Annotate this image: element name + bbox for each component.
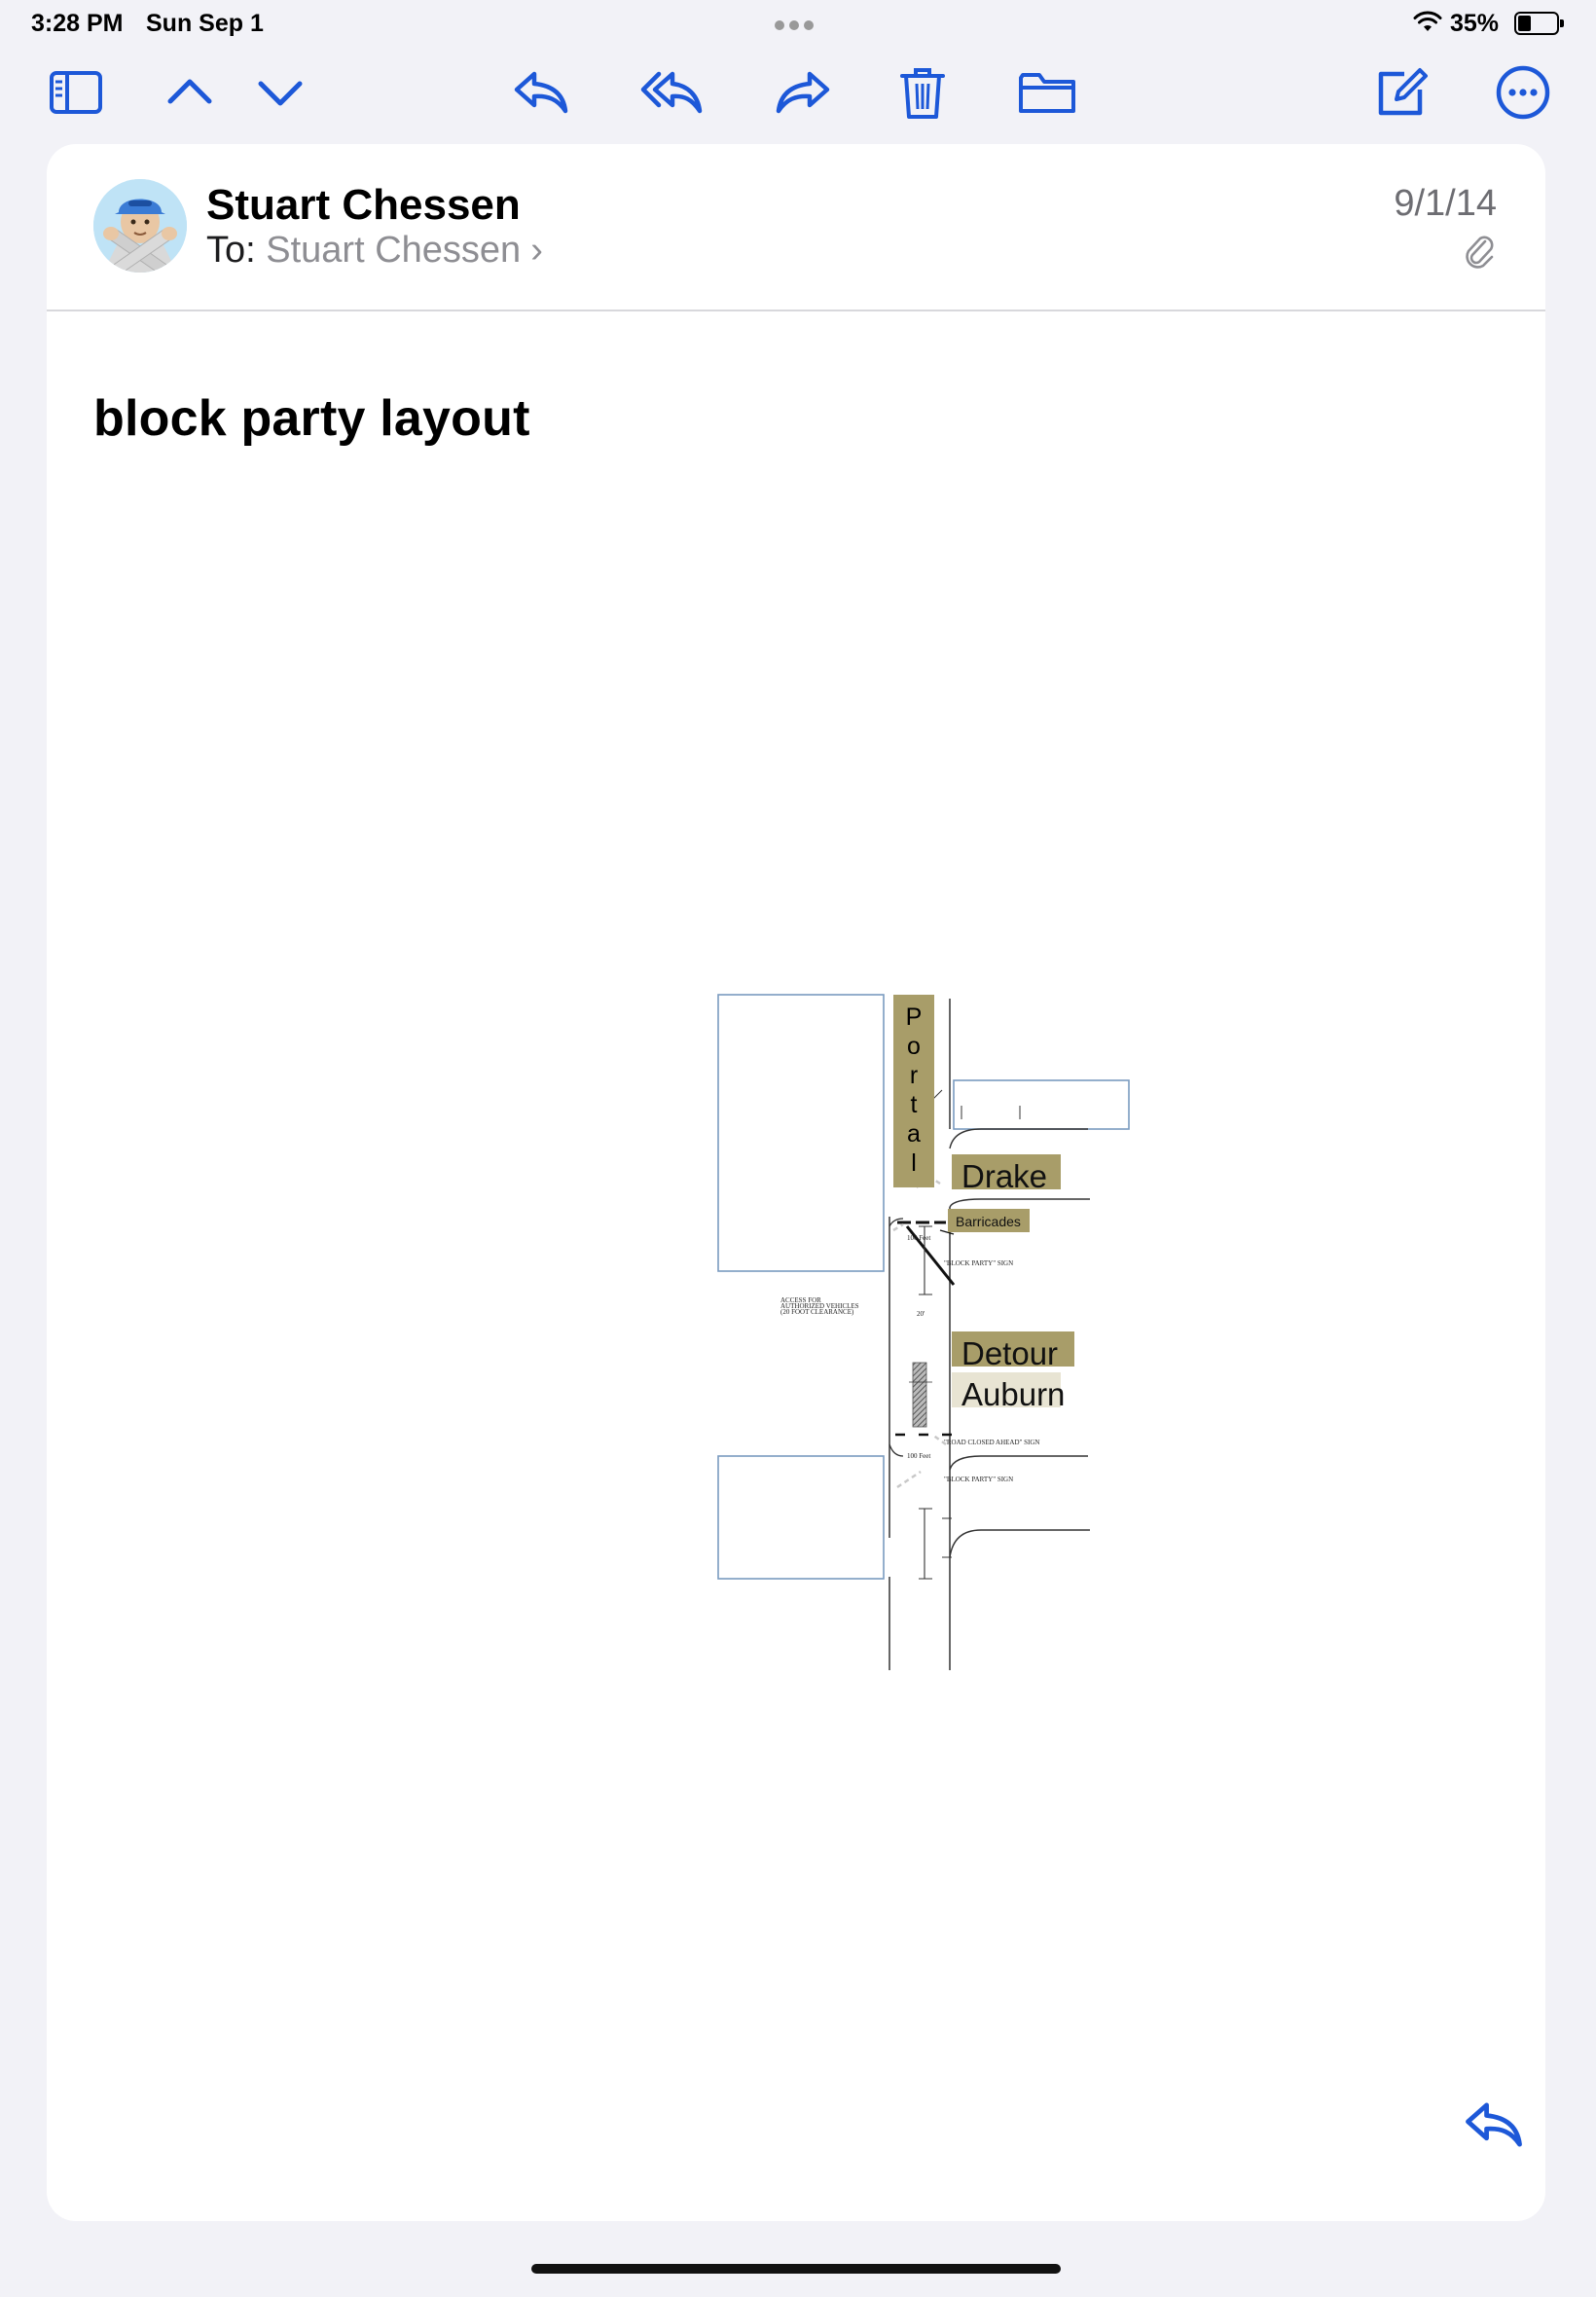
street-map-drawing xyxy=(717,994,1130,1670)
chevron-down-icon xyxy=(258,81,303,106)
drake-label-box: Drake xyxy=(952,1154,1061,1194)
sender-name[interactable]: Stuart Chessen xyxy=(206,181,521,229)
block-party-sign-note-top: "BLOCK PARTY" SIGN xyxy=(944,1259,1014,1267)
access-note-line-1: ACCESS FOR xyxy=(780,1296,821,1304)
recipient-name[interactable]: Stuart Chessen xyxy=(266,230,522,271)
move-to-folder-button[interactable] xyxy=(1008,54,1086,131)
sidebar-icon xyxy=(50,71,102,114)
status-bar: 3:28 PM Sun Sep 1 35% xyxy=(0,0,1596,47)
portal-label-box: P o r t a l xyxy=(893,995,934,1187)
reply-all-button[interactable] xyxy=(633,54,710,131)
auburn-label: Auburn xyxy=(961,1376,1066,1412)
reply-icon[interactable] xyxy=(1460,2091,1528,2159)
access-note-line-2: AUTHORIZED VEHICLES xyxy=(780,1302,859,1310)
building-top-right xyxy=(953,1079,1130,1130)
status-date: Sun Sep 1 xyxy=(146,10,264,37)
distance-note-bottom: 100 Feet xyxy=(907,1452,931,1460)
building-top-left xyxy=(717,994,885,1272)
sidebar-toggle-button[interactable] xyxy=(37,54,115,131)
home-indicator[interactable] xyxy=(531,2264,1061,2274)
drake-label: Drake xyxy=(961,1158,1048,1194)
to-label: To: xyxy=(206,230,256,271)
chevron-up-icon xyxy=(167,79,212,104)
message-subject: block party layout xyxy=(93,390,530,447)
portal-letter: l xyxy=(911,1149,917,1177)
portal-letter: o xyxy=(907,1033,921,1060)
portal-letter: t xyxy=(910,1091,918,1118)
compose-icon xyxy=(1378,68,1428,116)
barricades-label-box: Barricades xyxy=(948,1209,1030,1232)
reply-button[interactable] xyxy=(502,54,580,131)
trash-icon xyxy=(900,68,945,119)
forward-icon xyxy=(776,71,830,114)
status-time: 3:28 PM xyxy=(31,10,124,37)
reply-icon xyxy=(514,71,568,114)
message-header: Stuart Chessen To: Stuart Chessen› 9/1/1… xyxy=(47,144,1545,311)
portal-letter: r xyxy=(909,1062,919,1089)
wifi-icon xyxy=(1413,11,1442,31)
clearance-note: 20' xyxy=(917,1310,925,1318)
message-card: Stuart Chessen To: Stuart Chessen› 9/1/1… xyxy=(47,144,1545,2221)
building-bottom-left xyxy=(717,1455,885,1580)
previous-message-button[interactable] xyxy=(151,54,229,131)
portal-letter: a xyxy=(907,1120,921,1148)
trash-button[interactable] xyxy=(884,54,961,131)
barricades-label: Barricades xyxy=(956,1214,1021,1229)
next-message-button[interactable] xyxy=(241,54,319,131)
clearance-strip xyxy=(912,1362,927,1428)
memoji-avatar-icon xyxy=(93,179,187,273)
chevron-right-icon: › xyxy=(530,230,543,271)
recipient-line[interactable]: To: Stuart Chessen› xyxy=(206,230,543,272)
road-closed-sign-note: "ROAD CLOSED AHEAD" SIGN xyxy=(944,1439,1040,1446)
battery-percent: 35% xyxy=(1450,10,1500,37)
more-button[interactable] xyxy=(1484,54,1562,131)
auburn-label-box: Auburn xyxy=(952,1372,1065,1412)
block-party-sign-note-bottom: "BLOCK PARTY" SIGN xyxy=(944,1476,1014,1483)
access-note-line-3: (20 FOOT CLEARANCE) xyxy=(780,1308,854,1316)
forward-button[interactable] xyxy=(764,54,842,131)
multitasking-dots-icon[interactable] xyxy=(775,18,821,30)
avatar[interactable] xyxy=(93,179,187,273)
battery-icon xyxy=(1514,12,1564,35)
distance-note-top: 100 Feet xyxy=(907,1234,931,1242)
paperclip-icon[interactable] xyxy=(1462,232,1497,271)
block-party-diagram: P o r t a l Drake Barricades Detour Aubu… xyxy=(670,837,1176,1674)
reply-all-icon xyxy=(640,71,703,114)
folder-icon xyxy=(1019,73,1075,113)
detour-label-box: Detour xyxy=(952,1331,1074,1371)
message-toolbar xyxy=(0,54,1596,131)
detour-label: Detour xyxy=(961,1335,1059,1371)
message-date: 9/1/14 xyxy=(1394,183,1497,224)
portal-letter: P xyxy=(905,1003,923,1031)
ellipsis-circle-icon xyxy=(1496,65,1550,120)
compose-button[interactable] xyxy=(1362,54,1440,131)
